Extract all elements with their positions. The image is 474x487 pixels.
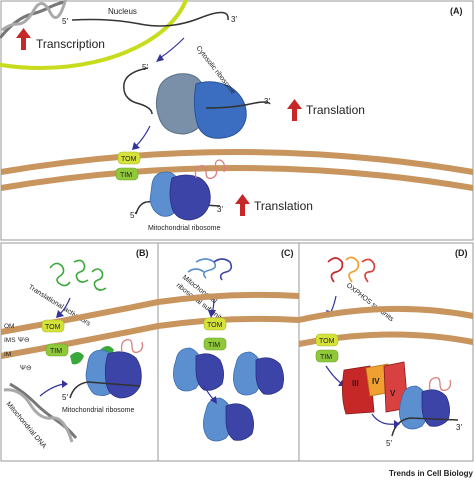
outer-membrane-c xyxy=(157,291,300,305)
ribosomal-subunit-mrnas xyxy=(187,258,233,281)
assembly-arrowhead-c xyxy=(210,396,217,404)
tom-complex-a xyxy=(117,151,141,165)
tim-complex-b xyxy=(45,343,69,357)
mito-dna-arrow xyxy=(39,383,65,397)
outer-membrane-d xyxy=(298,305,474,323)
tim-complex-d xyxy=(315,349,339,363)
mito-ribosome-label-a: Mitochondrial ribosome xyxy=(148,225,220,232)
tom-label-d: TOM xyxy=(319,338,335,345)
subunit-large-c2 xyxy=(255,357,284,395)
inner-membrane-b xyxy=(0,323,159,359)
mito-dna-arrowhead xyxy=(62,380,68,388)
mitochondrial-dna-helix xyxy=(3,382,78,443)
complex-iv-label: IV xyxy=(372,377,380,386)
complex-v-label: V xyxy=(390,389,396,398)
five-prime-a2: 5′ xyxy=(142,63,148,72)
panel-a-letter: (A) xyxy=(450,6,463,16)
tim-label-b: TIM xyxy=(50,348,62,355)
transcription-label: Transcription xyxy=(36,37,105,51)
cytosolic-mrna xyxy=(123,67,153,115)
import-arrow-a xyxy=(135,125,151,147)
cytosolic-translation-label: Translation xyxy=(306,103,365,117)
inner-membrane-c xyxy=(157,315,300,329)
mito-peptide-d xyxy=(428,376,452,392)
tom-complex-c xyxy=(203,317,227,331)
outer-membrane-a xyxy=(0,149,474,175)
im-label: IM xyxy=(4,351,11,358)
import-arrowhead-a xyxy=(132,142,140,150)
tom-label-c: TOM xyxy=(207,322,223,329)
nucleus-envelope-ring xyxy=(0,0,189,70)
mito-ribosome-large-d xyxy=(421,389,450,427)
om-label: OM xyxy=(4,323,14,330)
five-prime-d: 5′ xyxy=(386,439,392,448)
subunits-arrowhead xyxy=(208,310,216,318)
panel-d: (D) OXPHOS subunits TOM TIM III IV V 5′ xyxy=(298,248,474,448)
complex-to-ribosome-arrow xyxy=(371,413,397,425)
tim-complex-a xyxy=(115,167,139,181)
activators-arrowhead xyxy=(56,310,64,318)
tim-complex-c xyxy=(203,337,227,351)
journal-footer: Trends in Cell Biology xyxy=(389,469,474,478)
mito-mrna-b xyxy=(69,381,141,399)
complex-iii-label: III xyxy=(352,379,359,388)
tom-label-a: TOM xyxy=(121,156,137,163)
tim-label-a: TIM xyxy=(120,172,132,179)
outer-membrane-b xyxy=(0,299,159,335)
nucleus-label: Nucleus xyxy=(108,7,137,16)
psi-label-matrix: Ψ⊖ xyxy=(20,365,32,372)
mito-translation-label: Translation xyxy=(254,199,313,213)
panel-d-letter: (D) xyxy=(455,248,468,258)
three-prime-a1: 3′ xyxy=(231,15,237,24)
three-prime-d: 3′ xyxy=(456,423,462,432)
panel-c-letter: (C) xyxy=(281,248,294,258)
five-prime-a3: 5′ xyxy=(130,211,136,220)
ims-label: IMS xyxy=(4,337,16,344)
mito-ribosome-label-b: Mitochondrial ribosome xyxy=(62,407,134,414)
three-prime-a3: 3′ xyxy=(217,205,223,214)
transcription-up-arrow xyxy=(16,28,31,50)
subunit-large-c3 xyxy=(225,403,254,441)
cytosolic-ribosome xyxy=(155,73,247,139)
complex-to-ribosome-arrowhead xyxy=(394,420,400,428)
mito-nascent-peptide-a xyxy=(194,159,226,180)
cytosolic-mrna-exit xyxy=(205,101,271,109)
panel-a: Nucleus 5′ 3′ Transcription 5′ 3′ Cytoso… xyxy=(0,0,474,232)
export-arrowhead xyxy=(156,54,164,62)
mito-ribosome-large-b xyxy=(104,351,142,399)
complex-iii xyxy=(342,365,375,415)
five-prime-b: 5′ xyxy=(62,393,68,402)
export-arrow xyxy=(159,37,185,59)
tom-complex-d xyxy=(315,333,339,347)
tim-label-c: TIM xyxy=(208,342,220,349)
three-prime-a2: 3′ xyxy=(264,97,270,106)
mitochondrial-ribosome-a xyxy=(149,171,211,221)
mito-ribosome-large-a xyxy=(169,174,211,221)
cytosolic-ribosome-large-subunit xyxy=(193,81,247,139)
psi-label-ims: Ψ⊖ xyxy=(18,337,30,344)
mito-mrna-d xyxy=(391,417,459,437)
nuclear-mrna xyxy=(71,11,229,27)
membrane-activator-1 xyxy=(70,352,84,365)
oxphos-subunit-proteins xyxy=(327,256,376,283)
panel-b-letter: (B) xyxy=(136,248,149,258)
translational-activators xyxy=(49,259,107,291)
subunit-large-c1 xyxy=(195,353,224,391)
tom-label-b: TOM xyxy=(45,324,61,331)
tom-complex-b xyxy=(41,319,65,333)
activators-arrow xyxy=(59,297,71,315)
five-prime-a1: 5′ xyxy=(62,17,68,26)
nuclear-dna-helix xyxy=(0,0,67,39)
inner-membrane-a xyxy=(0,165,474,191)
tim-label-d: TIM xyxy=(320,354,332,361)
cytosolic-translation-up-arrow xyxy=(287,99,302,121)
mito-peptide-b xyxy=(120,338,144,354)
mito-translation-up-arrow xyxy=(235,194,250,216)
